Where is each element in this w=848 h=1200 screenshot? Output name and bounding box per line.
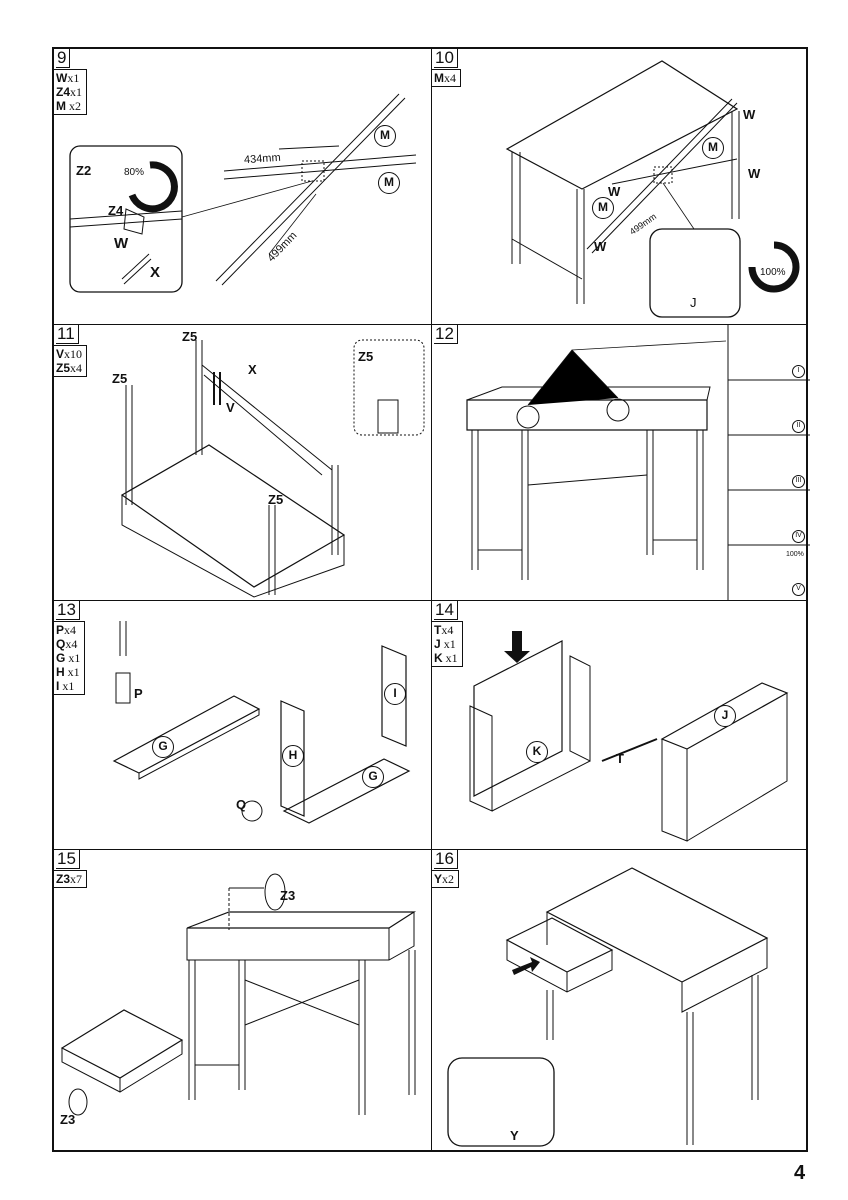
part-callout: G (362, 766, 384, 788)
step-10-panel: 10 Mx4 W W W W M M 499mm J 100% (432, 49, 810, 324)
part-callout: G (152, 736, 174, 758)
part-row: Z4x1 (56, 85, 83, 99)
sub-step-marker: IV (792, 530, 805, 543)
part-row: Vx10 (56, 347, 83, 361)
step-number: 14 (434, 601, 458, 620)
step-number: 10 (434, 49, 458, 68)
sub-step-marker: III (792, 475, 805, 488)
parts-list: Tx4 J x1 K x1 (432, 621, 463, 667)
parts-list: Wx1 Z4x1 M x2 (54, 69, 88, 115)
part-label: Z3 (280, 888, 296, 903)
part-label: Z5 (268, 492, 284, 507)
step-13-panel: 13 Px4 Qx4 G x1 H x1 I x1 P G H I G Q (54, 601, 431, 849)
torque-label: 100% (786, 551, 804, 558)
step-number: 15 (56, 850, 80, 869)
part-row: J x1 (434, 637, 456, 651)
step-11-panel: 11 Vx10 Z5x4 Z5 Z5 Z5 Z5 X V (54, 325, 431, 600)
part-label: T (616, 751, 624, 766)
part-callout: M (374, 125, 396, 147)
part-callout: I (384, 683, 406, 705)
part-label: Z3 (60, 1112, 76, 1127)
center-divider (431, 49, 432, 1150)
step-16-panel: 16 Yx2 Y (432, 850, 810, 1152)
row-divider-2 (54, 600, 806, 601)
step-12-illustration (466, 325, 810, 600)
part-row: K x1 (434, 651, 458, 665)
part-callout: M (592, 197, 614, 219)
part-label: J (690, 295, 697, 310)
part-label: Y (510, 1128, 519, 1143)
part-callout: K (526, 741, 548, 763)
step-9-illustration (69, 93, 417, 293)
parts-list: Px4 Qx4 G x1 H x1 I x1 (54, 621, 86, 695)
page-number: 4 (794, 1162, 806, 1184)
torque-label: 100% (760, 267, 786, 278)
part-row: Px4 (56, 623, 77, 637)
part-callout: M (702, 137, 724, 159)
part-row: Wx1 (56, 71, 80, 85)
step-14-panel: 14 Tx4 J x1 K x1 K T J (432, 601, 810, 849)
part-label: Z2 (76, 163, 92, 178)
parts-list: Z3x7 (54, 870, 88, 888)
row-divider-3 (54, 849, 806, 850)
part-callout: M (378, 172, 400, 194)
parts-list: Vx10 Z5x4 (54, 345, 88, 377)
part-row: Z5x4 (56, 361, 83, 375)
part-label: W (114, 235, 129, 252)
part-label: Q (236, 797, 247, 812)
part-row: H x1 (56, 665, 80, 679)
part-callout: H (282, 745, 304, 767)
part-label: X (150, 264, 161, 281)
sub-step-marker: II (792, 420, 805, 433)
parts-list: Mx4 (432, 69, 461, 87)
step-12-panel: 12 I II III IV V 100% (432, 325, 810, 600)
part-label: P (134, 686, 143, 701)
part-callout: J (714, 705, 736, 727)
part-label: X (248, 362, 257, 377)
step-13-illustration (112, 621, 411, 824)
part-row: M x2 (56, 99, 81, 113)
part-label: Z5 (112, 371, 128, 386)
step-number: 12 (434, 325, 458, 344)
step-15-panel: 15 Z3x7 Z3 Z3 (54, 850, 431, 1152)
dimension-label: 434mm (243, 151, 282, 167)
part-label: V (226, 400, 235, 415)
part-label: Z5 (182, 329, 198, 344)
step-10-illustration (505, 60, 800, 318)
torque-label: 80% (124, 167, 145, 178)
step-11-illustration (120, 339, 425, 598)
step-number: 13 (56, 601, 80, 620)
step-16-illustration (447, 867, 769, 1147)
step-14-illustration (469, 631, 789, 842)
part-label: W (608, 184, 621, 199)
part-label: Z4 (108, 203, 124, 218)
part-row: Qx4 (56, 637, 78, 651)
step-number: 9 (56, 49, 71, 68)
sub-step-marker: I (792, 365, 805, 378)
part-row: Yx2 (434, 872, 455, 886)
part-label: W (743, 107, 756, 122)
part-row: G x1 (56, 651, 81, 665)
instruction-sheet: 9 Wx1 Z4x1 M x2 434mm 499mm M M Z2 Z4 W … (52, 47, 810, 1152)
part-row: Z3x7 (56, 872, 83, 886)
step-15-illustration (60, 873, 417, 1116)
step-number: 16 (434, 850, 458, 869)
step-9-panel: 9 Wx1 Z4x1 M x2 434mm 499mm M M Z2 Z4 W … (54, 49, 431, 324)
step-number: 11 (56, 325, 79, 344)
part-row: Mx4 (434, 71, 456, 85)
part-row: Tx4 (434, 623, 454, 637)
part-row: I x1 (56, 679, 75, 693)
part-label: W (748, 166, 761, 181)
part-label: W (594, 239, 607, 254)
part-label: Z5 (358, 349, 374, 364)
parts-list: Yx2 (432, 870, 460, 888)
row-divider-1 (54, 324, 806, 325)
sub-step-marker: V (792, 583, 805, 596)
